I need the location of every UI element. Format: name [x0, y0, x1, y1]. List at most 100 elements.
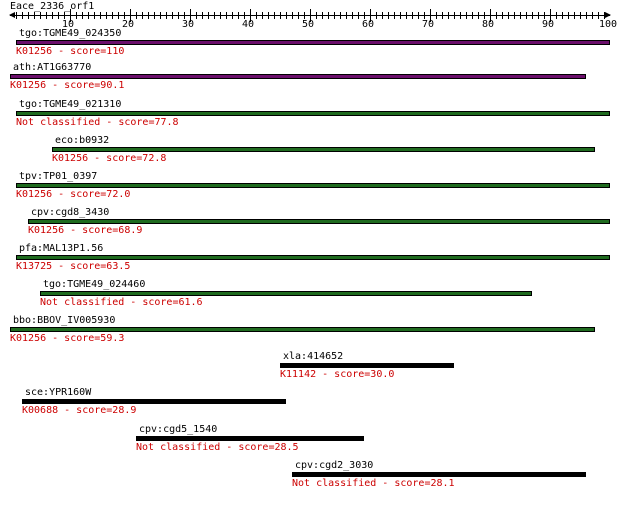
axis-minor-tick: [580, 12, 581, 19]
hit-name: eco:b0932: [55, 135, 110, 146]
axis-minor-tick: [286, 12, 287, 19]
axis-minor-tick: [562, 12, 563, 19]
axis-minor-tick: [460, 12, 461, 19]
axis-minor-tick: [160, 12, 161, 19]
axis-minor-tick: [220, 12, 221, 19]
axis-tick-label: 80: [482, 19, 495, 30]
axis-tick-label: 70: [422, 19, 435, 30]
axis-minor-tick: [526, 12, 527, 19]
axis-minor-tick: [118, 12, 119, 19]
axis-minor-tick: [136, 12, 137, 19]
axis-minor-tick: [94, 12, 95, 19]
hit-bar: [22, 399, 286, 404]
axis-minor-tick: [88, 12, 89, 19]
axis-minor-tick: [496, 12, 497, 19]
axis-minor-tick: [466, 12, 467, 19]
axis-minor-tick: [46, 12, 47, 19]
axis-minor-tick: [568, 12, 569, 19]
axis-minor-tick: [124, 12, 125, 19]
axis-minor-tick: [274, 12, 275, 19]
axis-minor-tick: [574, 12, 575, 19]
axis-minor-tick: [442, 12, 443, 19]
axis-minor-tick: [586, 12, 587, 19]
hit-classification: K01256 - score=90.1: [10, 80, 125, 91]
axis-minor-tick: [358, 12, 359, 19]
axis-tick-label: 100: [599, 19, 618, 30]
hit-name: bbo:BBOV_IV005930: [13, 315, 116, 326]
axis-major-tick: [490, 9, 491, 22]
axis-minor-tick: [334, 12, 335, 19]
axis-minor-tick: [388, 12, 389, 19]
axis-minor-tick: [532, 12, 533, 19]
hit-classification: K01256 - score=59.3: [10, 333, 125, 344]
hit-name: cpv:cgd5_1540: [139, 424, 218, 435]
hit-bar: [10, 74, 586, 79]
axis-minor-tick: [436, 12, 437, 19]
axis-arrow-right: [605, 12, 611, 18]
hit-bar: [280, 363, 454, 368]
axis-minor-tick: [382, 12, 383, 19]
axis-minor-tick: [154, 12, 155, 19]
axis-minor-tick: [448, 12, 449, 19]
axis-minor-tick: [244, 12, 245, 19]
axis-minor-tick: [472, 12, 473, 19]
axis-minor-tick: [16, 12, 17, 19]
hit-classification: K01256 - score=110: [16, 46, 125, 57]
hit-classification: K01256 - score=72.0: [16, 189, 131, 200]
axis-minor-tick: [238, 12, 239, 19]
axis-minor-tick: [544, 12, 545, 19]
axis-minor-tick: [196, 12, 197, 19]
axis-minor-tick: [40, 12, 41, 19]
axis-minor-tick: [328, 12, 329, 19]
hit-bar: [16, 111, 610, 116]
axis-minor-tick: [76, 12, 77, 19]
axis-tick-label: 90: [542, 19, 555, 30]
axis-major-tick: [370, 9, 371, 22]
axis-minor-tick: [22, 12, 23, 19]
hit-name: sce:YPR160W: [25, 387, 92, 398]
axis-minor-tick: [316, 12, 317, 19]
axis-minor-tick: [394, 12, 395, 19]
axis-major-tick: [430, 9, 431, 22]
axis-major-tick: [550, 9, 551, 22]
hit-bar: [136, 436, 364, 441]
query-title: Eace_2336_orf1: [10, 1, 95, 12]
axis-minor-tick: [304, 12, 305, 19]
axis-minor-tick: [520, 12, 521, 19]
axis-tick-label: 30: [182, 19, 195, 30]
axis-minor-tick: [508, 12, 509, 19]
axis-minor-tick: [298, 12, 299, 19]
hit-bar: [292, 472, 586, 477]
hit-bar: [16, 255, 610, 260]
axis-minor-tick: [514, 12, 515, 19]
axis-minor-tick: [148, 12, 149, 19]
axis-minor-tick: [100, 12, 101, 19]
axis-minor-tick: [292, 12, 293, 19]
hit-name: pfa:MAL13P1.56: [19, 243, 104, 254]
axis-minor-tick: [352, 12, 353, 19]
hit-bar: [16, 183, 610, 188]
axis-tick-label: 50: [302, 19, 315, 30]
axis-minor-tick: [412, 12, 413, 19]
axis-minor-tick: [346, 12, 347, 19]
hit-name: xla:414652: [283, 351, 344, 362]
axis-minor-tick: [172, 12, 173, 19]
axis-minor-tick: [184, 12, 185, 19]
axis-minor-tick: [214, 12, 215, 19]
axis-minor-tick: [262, 12, 263, 19]
hit-bar: [52, 147, 595, 152]
axis-minor-tick: [268, 12, 269, 19]
axis-minor-tick: [484, 12, 485, 19]
axis-arrow-left: [9, 12, 15, 18]
axis-minor-tick: [598, 12, 599, 19]
axis-minor-tick: [34, 12, 35, 19]
axis-minor-tick: [226, 12, 227, 19]
axis-tick-label: 60: [362, 19, 375, 30]
axis-minor-tick: [232, 12, 233, 19]
axis-minor-tick: [400, 12, 401, 19]
axis-minor-tick: [166, 12, 167, 19]
axis-minor-tick: [376, 12, 377, 19]
hit-name: tgo:TGME49_021310: [19, 99, 122, 110]
hit-classification: Not classified - score=28.5: [136, 442, 299, 453]
axis-minor-tick: [418, 12, 419, 19]
